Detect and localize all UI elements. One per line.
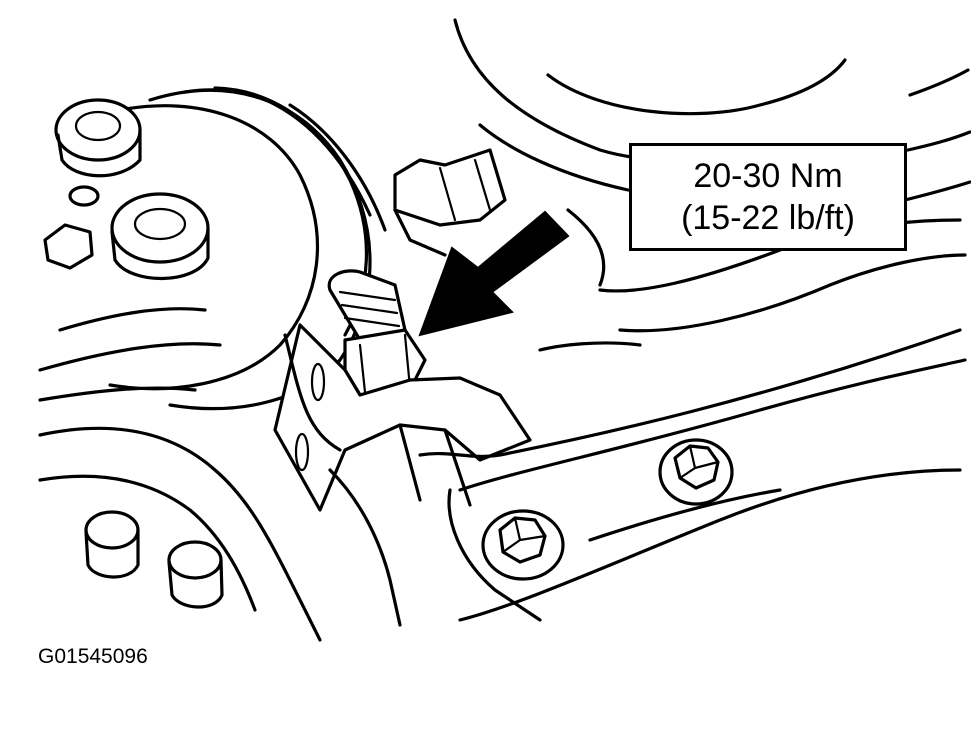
torque-callout: 20-30 Nm (15-22 lb/ft) xyxy=(629,143,907,251)
mount-bracket xyxy=(273,323,532,512)
figure-id-label: G01545096 xyxy=(38,645,148,668)
lower-left-rollers xyxy=(84,510,224,609)
top-left-caps xyxy=(43,98,210,281)
stud-and-nut xyxy=(327,269,427,397)
hex-bolt-left xyxy=(481,509,565,581)
pointer-arrow xyxy=(418,210,570,337)
torque-metric-label: 20-30 Nm xyxy=(693,157,843,195)
torque-imperial-label: (15-22 lb/ft) xyxy=(681,199,855,237)
hex-bolt-right xyxy=(658,438,734,506)
pulley-body xyxy=(38,86,387,411)
lower-arm xyxy=(38,328,967,642)
upper-tab xyxy=(393,148,507,257)
